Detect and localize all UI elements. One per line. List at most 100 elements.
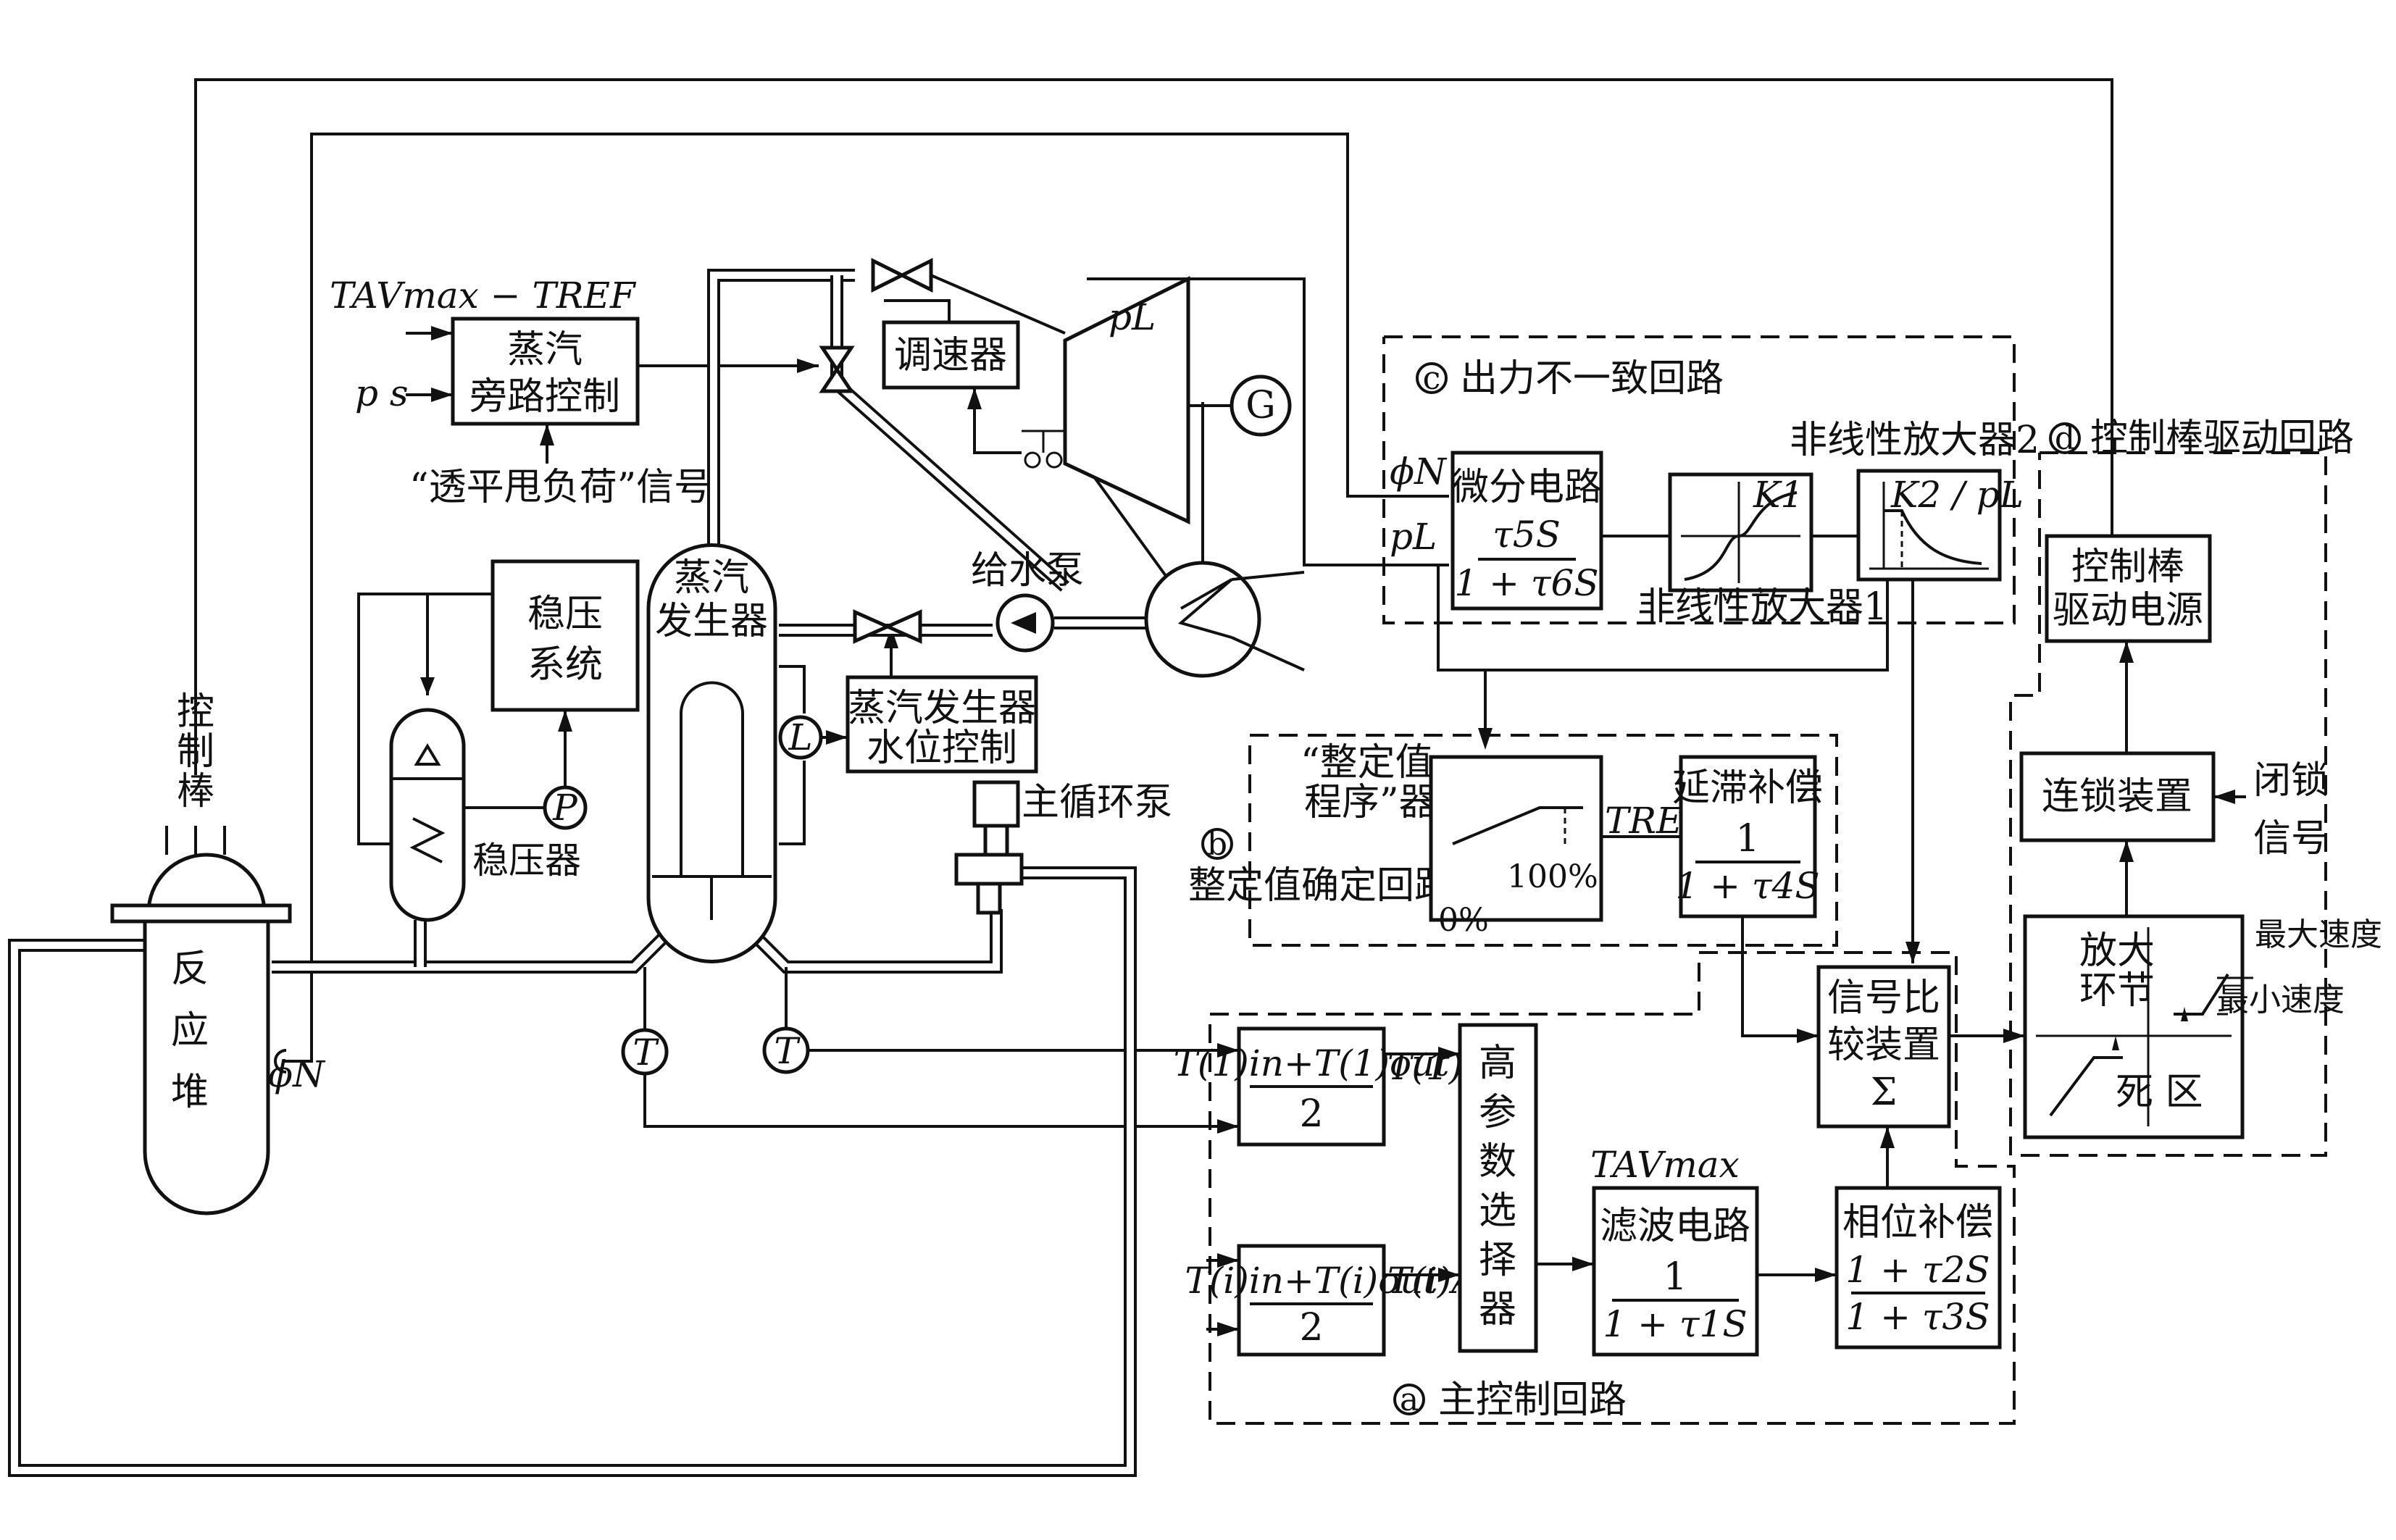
nla2-label: 非线性放大器2 — [1790, 419, 2040, 462]
sensor-p-label: P — [552, 787, 578, 829]
neutron-detector-icon — [274, 1049, 287, 1074]
high-select-char: 数 — [1479, 1140, 1516, 1184]
sg-label-2: 发生器 — [655, 600, 768, 643]
reactor-vessel: 反 应 堆 — [110, 826, 292, 1215]
badge-d-text: d — [2055, 420, 2075, 457]
high-select-char: 参 — [1479, 1091, 1516, 1134]
compare-box — [1816, 965, 1951, 1129]
avgi-den: 2 — [1299, 1306, 1323, 1349]
ps-input: p s — [355, 372, 409, 414]
interlock-box — [2019, 751, 2216, 842]
steam-bypass-label-2: 旁路控制 — [469, 375, 620, 419]
pressurizer: 稳压器 — [389, 708, 581, 922]
avgi-num: T(i)in+T(i)out — [1185, 1260, 1438, 1302]
steam-bypass-box — [451, 317, 640, 426]
phase-comp-box — [1834, 1186, 2002, 1349]
interlock-label: 连锁装置 — [2042, 775, 2192, 819]
avg1-den: 2 — [1299, 1092, 1323, 1136]
lock-signal-label-1: 闭锁 — [2253, 759, 2329, 803]
loop-b-title: 整定值确定回路 — [1188, 864, 1452, 908]
deadzone-label: 死 区 — [2116, 1071, 2203, 1114]
lag-den: 1 + τ4S — [1675, 865, 1819, 907]
sg-level-ctrl-box — [846, 675, 1038, 774]
setpoint-box — [1429, 755, 1603, 922]
reactor-label-2: 应 — [171, 1009, 209, 1053]
sensor-t-hot-label: T — [633, 1031, 659, 1074]
loop-d-title: 控制棒驱动回路 — [2090, 417, 2354, 460]
diff-title: 微分电路 — [1451, 466, 1602, 509]
control-rod-label: 控 制 棒 — [177, 690, 214, 813]
pressure-sensor-icon — [543, 785, 588, 830]
sg-level-label-1: 蒸汽发生器 — [848, 687, 1036, 730]
tavmax-label: TAVmax — [1590, 1144, 1740, 1186]
turbine-valve-icon — [871, 257, 1066, 335]
loop-a — [1209, 951, 2016, 1425]
rod-power-label-1: 控制棒 — [2071, 545, 2184, 589]
condenser-icon — [1144, 561, 1261, 678]
filter-box — [1592, 1186, 1759, 1357]
diff-num: τ5S — [1493, 514, 1561, 556]
badge-a — [1393, 1384, 1425, 1415]
nla1-gain: K1 — [1753, 474, 1803, 516]
phase-title: 相位补偿 — [1842, 1201, 1993, 1244]
pressure-system-box — [491, 559, 640, 712]
filter-den: 1 + τ1S — [1603, 1303, 1747, 1345]
nla2-box — [1856, 469, 2002, 582]
lock-signal-label-2: 信号 — [2253, 817, 2329, 861]
rod-power-box — [2045, 534, 2212, 643]
rod-power-label-2: 驱动电源 — [2053, 589, 2203, 632]
pl-label: pL — [1109, 296, 1156, 338]
loop-a-title: 主控制回路 — [1438, 1378, 1627, 1422]
speed-sensor-icon — [1022, 430, 1065, 469]
lag-comp-box — [1679, 755, 1817, 918]
diff-den: 1 + τ6S — [1454, 562, 1598, 604]
filter-title: 滤波电路 — [1600, 1205, 1750, 1248]
generator-label: G — [1245, 384, 1276, 427]
vmax-label: 最大速度 — [2255, 916, 2382, 953]
avgi-box — [1237, 1244, 1386, 1357]
high-select-char: 器 — [1479, 1288, 1516, 1331]
generator-icon — [1230, 374, 1292, 437]
sg-label-1: 蒸汽 — [674, 556, 749, 600]
high-select-box — [1458, 1023, 1538, 1353]
compare-label-3: Σ — [1871, 1071, 1898, 1114]
badge-d — [2049, 422, 2081, 454]
lag-num: 1 — [1735, 817, 1759, 861]
filter-num: 1 — [1663, 1255, 1687, 1299]
nla2-gain: K2 / pL — [1890, 474, 2024, 516]
steam-bypass-label-1: 蒸汽 — [507, 328, 583, 372]
temp-sensor-cold-icon — [762, 1026, 810, 1074]
loop-b — [1248, 734, 1838, 947]
sg-level-label-2: 水位控制 — [867, 727, 1017, 770]
nla1-label: 非线性放大器1 — [1637, 585, 1887, 629]
pressure-system-label-2: 系统 — [527, 643, 603, 687]
badge-b — [1201, 828, 1233, 860]
tavmax-tref-input: TAVmax − TREF — [330, 275, 637, 317]
setpoint-100: 100% — [1507, 858, 1598, 895]
diff-circuit-box — [1450, 451, 1603, 611]
reactor-label-1: 反 — [171, 947, 209, 991]
turbine-icon — [1063, 275, 1190, 524]
level-sensor-icon — [778, 715, 823, 760]
avg1-num: T(1)in+T(1)out — [1174, 1042, 1450, 1084]
setpoint-label-1: “整定值 — [1301, 741, 1433, 784]
amp-label-2: 环节 — [2079, 969, 2155, 1013]
sensor-t-cold-label: T — [774, 1030, 801, 1072]
pressure-system-label-1: 稳压 — [527, 593, 603, 636]
vmin-label: 最小速度 — [2217, 982, 2345, 1018]
svg-text:制: 制 — [177, 730, 214, 774]
badge-c — [1416, 362, 1448, 394]
temp-sensor-hot-icon — [621, 1028, 669, 1076]
phi-n-label: ϕN — [268, 1053, 326, 1095]
governor-label: 调速器 — [894, 334, 1007, 377]
compare-label-2: 较装置 — [1827, 1024, 1940, 1067]
badge-c-text: c — [1423, 360, 1441, 397]
loop-c-title: 出力不一致回路 — [1460, 357, 1724, 401]
loop-d — [2009, 451, 2327, 1157]
feed-valve-icon — [853, 609, 922, 644]
compare-label-1: 信号比 — [1827, 976, 1940, 1020]
phase-den: 1 + τ3S — [1845, 1296, 1990, 1338]
in-pl: pL — [1390, 516, 1437, 558]
steam-generator: 蒸汽 发生器 — [646, 543, 777, 963]
pressurizer-label: 稳压器 — [472, 840, 581, 882]
